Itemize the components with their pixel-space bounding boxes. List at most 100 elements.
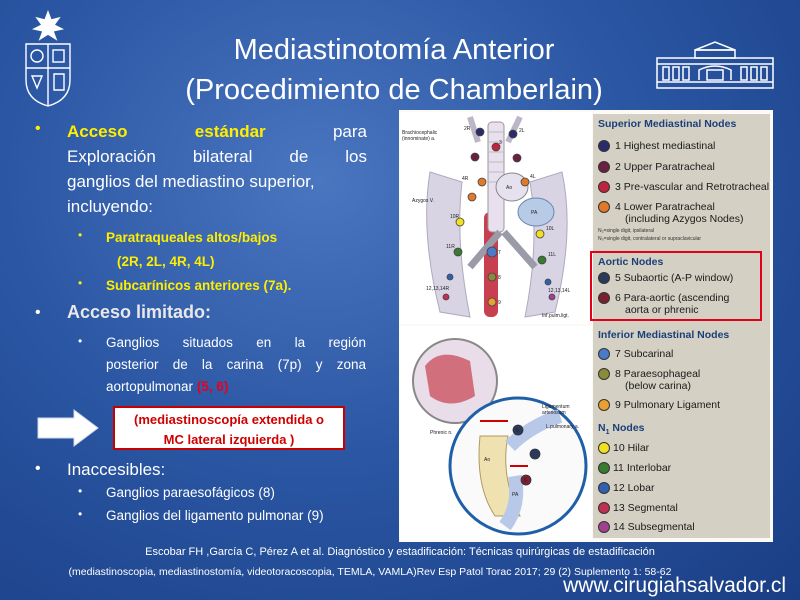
legend-node-6-detail: aorta or phrenic (625, 304, 699, 316)
extended-mediastinoscopy-note: (mediastinoscopía extendida o MC lateral… (113, 406, 345, 450)
bullet-dot: • (35, 460, 41, 477)
label-4l: 4L (530, 174, 536, 180)
legend-node-11: 11 Interlobar (613, 462, 672, 474)
legend-node-3: 3 Pre-vascular and Retrotracheal (615, 181, 770, 193)
legend-node-5: 5 Subaortic (A-P window) (615, 272, 734, 284)
legend-node-4: 4 Lower Paratracheal (615, 201, 715, 213)
label-8: 8 (498, 275, 501, 281)
sub-bullet-dot: • (78, 334, 83, 348)
node-color-dot (598, 482, 610, 494)
legend-node-6: 6 Para-aortic (ascending (615, 292, 730, 304)
label-inf-pulm-ligt: Inf.pulm.ligt. (542, 313, 569, 319)
legend-node-12: 12 Lobar (613, 482, 655, 494)
redbox-line2: MC lateral izquierda ) (163, 432, 295, 447)
label-innominate: (innominate) a. (402, 136, 435, 142)
legend-node-7: 7 Subcarinal (615, 348, 674, 360)
bullet1-rest: para (332, 122, 367, 141)
legend-node-14: 14 Subsegmental (613, 521, 695, 533)
legend-node-2: 2 Upper Paratracheal (615, 161, 715, 173)
node-color-dot (598, 399, 610, 411)
slide-title-line1: Mediastinotomía Anterior (233, 34, 555, 66)
legend-node-13: 13 Segmental (613, 502, 678, 514)
legend-n1-heading: N1 Nodes (598, 422, 645, 436)
bullet1-line4: incluyendo: (67, 197, 154, 216)
bullet2-title: Acceso limitado: (67, 302, 212, 322)
legend-node-8-detail: (below carina) (625, 380, 691, 392)
legend-panel (593, 114, 770, 538)
label-arteriosum: arteriosum (542, 410, 566, 416)
redbox-line1: (mediastinoscopía extendida o (134, 412, 324, 427)
bullet3-sub1: Ganglios paraesofágicos (8) (106, 485, 275, 500)
aortopulmonary-window-diagram: Ligamentum arteriosum L.pulmonary a. Phr… (400, 326, 592, 540)
label-9: 9 (498, 300, 501, 306)
node-color-dot (598, 348, 610, 360)
bullet1-highlight: Acceso estándar (67, 122, 266, 141)
sub-bullet-dot: • (78, 228, 83, 242)
label-2r: 2R (464, 126, 471, 132)
node-color-dot (598, 521, 610, 533)
sub-bullet-dot: • (78, 276, 83, 290)
label-4r: 4R (462, 176, 469, 182)
node-color-dot (598, 502, 610, 514)
legend-superior-heading: Superior Mediastinal Nodes (598, 118, 737, 130)
bullet2-sub1-text: aortopulmonar (106, 379, 194, 394)
label-aorta-lower: Ao (484, 457, 490, 463)
label-7: 7 (498, 250, 501, 256)
bullet2-sub1-line1: Ganglios situados en la región (106, 335, 366, 350)
label-ligamentum: Ligamentum (542, 404, 570, 410)
hospital-building-logo (656, 41, 774, 89)
label-nodes-right: 12,13,14R (426, 286, 449, 292)
legend-node-9: 9 Pulmonary Ligament (615, 399, 721, 411)
label-2l: 2L (519, 128, 525, 134)
label-brachiocephalic: Brachiocephalic (402, 130, 438, 136)
bullet1-line3: ganglios del mediastino superior, (67, 172, 315, 191)
node-color-dot (598, 442, 610, 454)
label-nodes-left: 12,13,14L (548, 288, 570, 294)
bullet3-sub2: Ganglios del ligamento pulmonar (9) (106, 508, 324, 523)
label-5: 5 (516, 428, 519, 434)
legend-n1-rest: Nodes (609, 422, 645, 434)
label-11l: 11L (548, 252, 556, 258)
node-color-dot (598, 462, 610, 474)
label-azygos: Azygos V. (412, 198, 434, 204)
label-pa-lower: PA (512, 492, 519, 498)
right-arrow-icon (37, 409, 99, 447)
legend-inferior-heading: Inferior Mediastinal Nodes (598, 329, 730, 341)
bullet1-sub1: Paratraqueales altos/bajos (106, 230, 278, 245)
legend-node-8: 8 Paraesophageal (615, 368, 701, 380)
bullet1-sub2: Subcarínicos anteriores (7a). (106, 278, 292, 293)
label-pulmonary-artery: PA (531, 210, 538, 216)
bullet-dot: • (35, 120, 41, 137)
bullet2-sub1-line3: aortopulmonar (5, 6) (106, 376, 228, 398)
bullet2-sub1-red: (5, 6) (196, 379, 229, 394)
reference-line2: (mediastinoscopia, mediastinostomía, vid… (68, 566, 672, 578)
label-3: 3 (499, 140, 502, 146)
university-crest-logo (25, 10, 71, 107)
node-color-dot (598, 161, 610, 173)
bullet3-title: Inaccesibles: (67, 460, 166, 479)
node-color-dot (598, 181, 610, 193)
bullet2-sub1-line2: posterior de la carina (7p) y zona (106, 357, 366, 372)
aortic-nodes-highlight-box (590, 251, 762, 321)
node-color-dot (598, 368, 610, 380)
bullet-dot: • (35, 304, 41, 321)
label-left-pulmonary-artery: L.pulmonary a. (546, 424, 579, 430)
label-phrenic: Phrenic n. (430, 430, 453, 436)
legend-n1-subscript: 1 (605, 429, 610, 437)
sub-bullet-dot: • (78, 507, 83, 521)
legend-node-10: 10 Hilar (613, 442, 650, 454)
mediastinum-anatomy-diagram: Brachiocephalic (innominate) a. Azygos V… (400, 112, 592, 324)
bullet1-line2: Exploración bilateral de los (67, 147, 367, 166)
legend-note-n3: N₃=single digit, contralateral or suprac… (598, 236, 702, 242)
bullet1-sub1b: (2R, 2L, 4R, 4L) (117, 254, 215, 269)
label-6: 6 (524, 478, 527, 484)
legend-n1-letter: N (598, 422, 606, 434)
website-url: www.cirugiahsalvador.cl (563, 574, 786, 597)
node-color-dot (598, 140, 610, 152)
sub-bullet-dot: • (78, 484, 83, 498)
label-aorta: Ao (506, 185, 512, 191)
bullet1-line1: Acceso estándar para (67, 120, 367, 143)
legend-node-4-detail: (including Azygos Nodes) (625, 213, 744, 225)
node-color-dot (598, 201, 610, 213)
slide-title-line2: (Procedimiento de Chamberlain) (185, 74, 603, 106)
